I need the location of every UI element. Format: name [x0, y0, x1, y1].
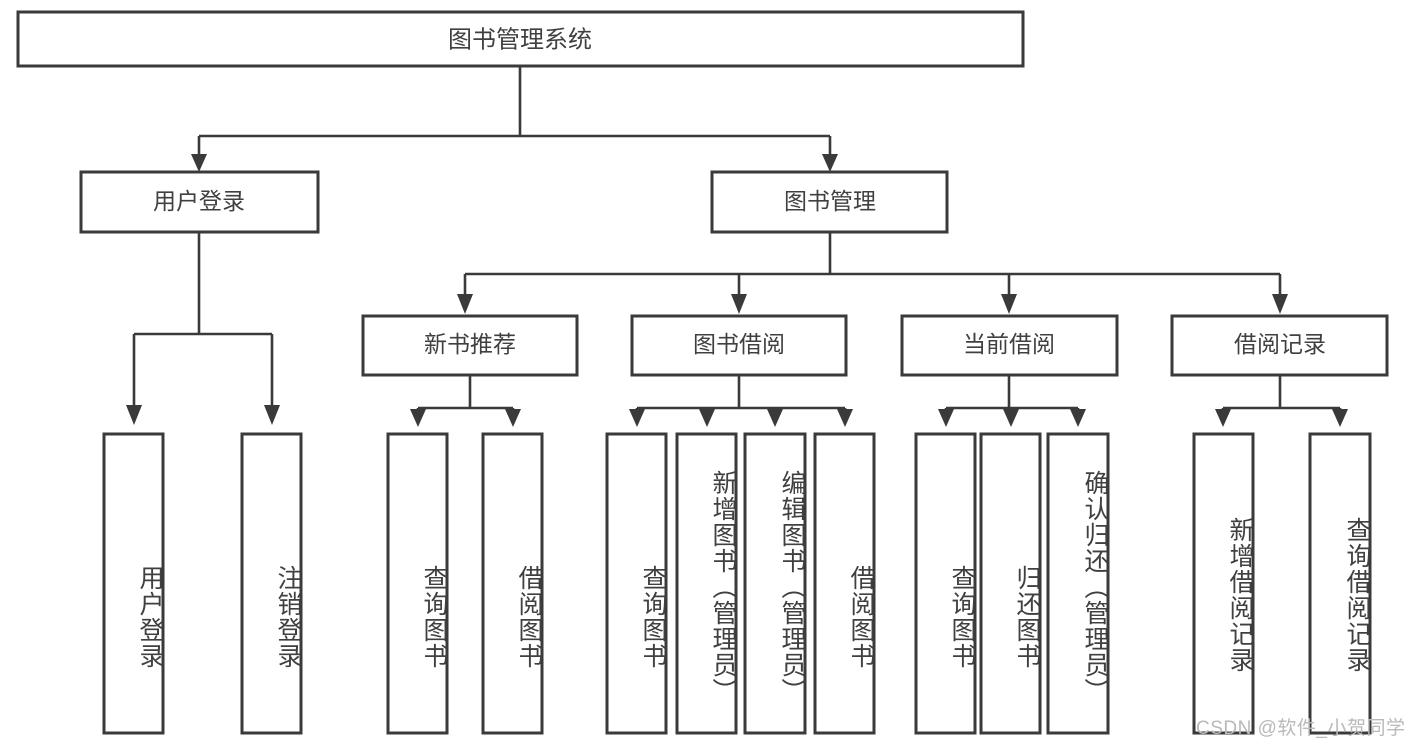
node-box-leaf-current-3[interactable]	[1046, 432, 1110, 735]
node-box-new-book-recommend[interactable]	[361, 314, 579, 377]
node-box-borrow-record[interactable]	[1170, 314, 1389, 377]
node-box-leaf-user-login-1[interactable]	[102, 432, 165, 735]
node-box-leaf-borrow-4[interactable]	[813, 432, 876, 735]
arrow-borrow-leaf-1	[629, 409, 645, 427]
arrow-user-login-leaf-1	[126, 405, 142, 425]
csdn-watermark: CSDN @软件_小贺同学	[1196, 718, 1405, 739]
arrow-book-mgmt-to-record	[1272, 294, 1288, 314]
arrow-borrow-leaf-3	[767, 409, 783, 427]
node-box-leaf-new-book-2[interactable]	[481, 432, 544, 735]
arrow-new-book-leaf-2	[505, 409, 521, 427]
node-label-user-login: 用户登录	[153, 188, 245, 214]
arrow-book-mgmt-to-current	[1001, 294, 1017, 314]
arrow-record-leaf-1	[1215, 409, 1231, 427]
arrow-current-leaf-1	[938, 409, 954, 427]
node-box-leaf-user-login-2[interactable]	[240, 432, 303, 735]
arrow-user-login-leaf-2	[264, 405, 280, 425]
node-box-current-borrow[interactable]	[900, 314, 1119, 377]
node-box-leaf-record-1[interactable]	[1192, 432, 1255, 735]
node-box-leaf-current-1[interactable]	[914, 432, 977, 735]
arrow-borrow-leaf-4	[837, 409, 853, 427]
node-box-user-login[interactable]	[79, 170, 320, 234]
node-label-current-borrow: 当前借阅	[963, 331, 1055, 357]
node-box-leaf-current-2[interactable]	[979, 432, 1042, 735]
node-box-leaf-record-2[interactable]	[1308, 432, 1372, 735]
node-box-leaf-borrow-3[interactable]	[743, 432, 807, 735]
node-box-leaf-new-book-1[interactable]	[386, 432, 449, 735]
arrow-record-leaf-2	[1332, 409, 1348, 427]
arrow-book-mgmt-to-new-book	[457, 294, 473, 314]
node-label-borrow-record: 借阅记录	[1234, 331, 1326, 357]
node-label-root: 图书管理系统	[448, 26, 592, 53]
node-label-new-book-recommend: 新书推荐	[424, 331, 516, 357]
node-box-leaf-borrow-2[interactable]	[675, 432, 738, 735]
arrow-new-book-leaf-1	[410, 409, 426, 427]
node-label-book-management: 图书管理	[784, 188, 876, 214]
node-box-book-borrow[interactable]	[630, 314, 848, 377]
node-box-book-management[interactable]	[710, 170, 949, 234]
node-label-book-borrow: 图书借阅	[693, 331, 785, 357]
arrow-borrow-leaf-2	[699, 409, 715, 427]
connector-layer	[126, 66, 1348, 427]
node-layer: 图书管理系统 用户登录 图书管理 新书推荐 图书借阅 当前借阅 借阅记录	[16, 10, 1389, 735]
arrow-root-to-book-mgmt	[822, 154, 838, 172]
arrow-current-leaf-2	[1003, 409, 1019, 427]
node-box-root[interactable]	[16, 10, 1025, 68]
arrow-book-mgmt-to-borrow	[731, 294, 747, 314]
arrow-root-to-user-login	[191, 154, 207, 172]
arrow-current-leaf-3	[1070, 409, 1086, 427]
node-box-leaf-borrow-1[interactable]	[605, 432, 668, 735]
